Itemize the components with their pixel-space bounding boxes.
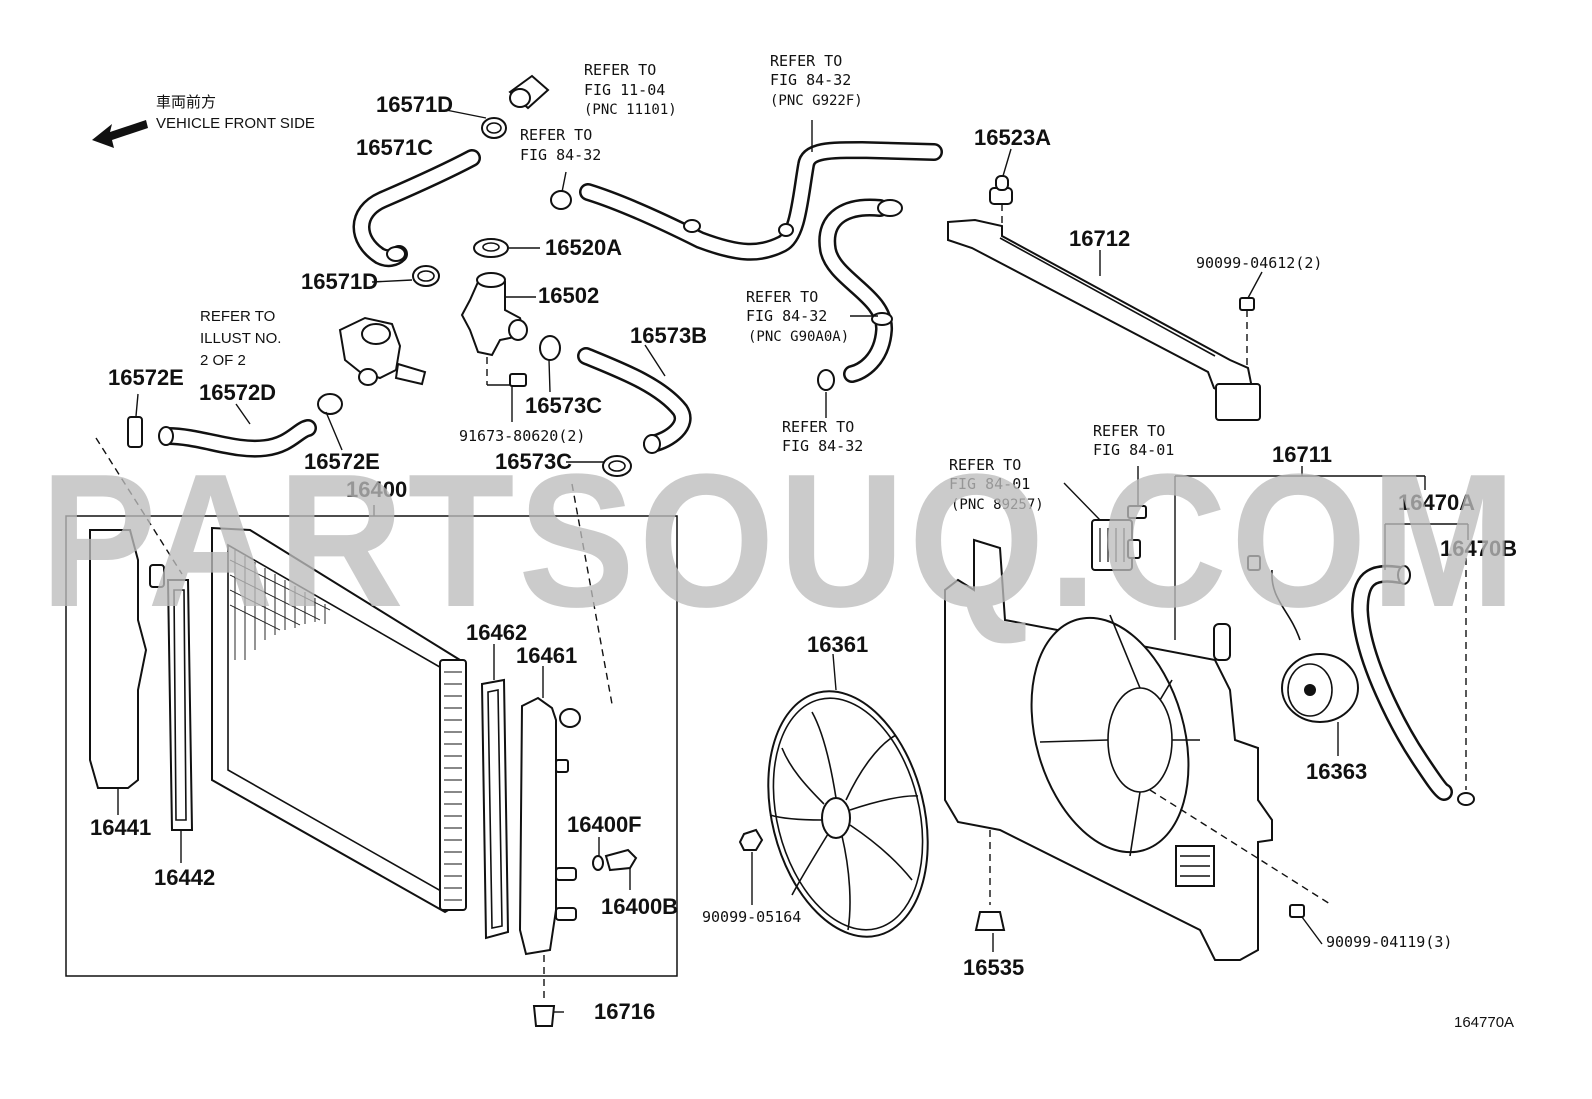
ref-note-3-line1[interactable]: REFER TO (520, 126, 592, 144)
radiator-assembly (65, 505, 678, 1000)
radiator-core-fins (229, 550, 331, 660)
ref-note-4-line3[interactable]: 2 OF 2 (200, 352, 246, 369)
ref-note-7-line2[interactable]: FIG 84-01 (1093, 441, 1174, 459)
ref-note-1-line1[interactable]: REFER TO (584, 61, 656, 79)
part-label-16716[interactable]: 16716 (594, 999, 655, 1024)
reference-notes: REFER TO FIG 11-04 (PNC 11101) REFER TO … (200, 52, 1174, 513)
part-label-16572E-left[interactable]: 16572E (108, 365, 184, 390)
fan-relay (1091, 519, 1141, 571)
front-label-japanese: 車両前方 (156, 94, 216, 111)
part-label-16573C-upper[interactable]: 16573C (525, 393, 602, 418)
reservoir-hose (1351, 558, 1475, 806)
part-label-16520A[interactable]: 16520A (545, 235, 622, 260)
watermark: PARTSOUQ.COM (40, 435, 1520, 647)
part-label-16572D[interactable]: 16572D (199, 380, 276, 405)
part-label-16400F[interactable]: 16400F (567, 812, 642, 837)
ref-note-3-line2[interactable]: FIG 84-32 (520, 146, 601, 164)
figure-code: 164770A (1454, 1014, 1514, 1031)
leader-lines (117, 109, 1469, 1013)
part-label-91673-80620[interactable]: 91673-80620(2) (459, 427, 585, 445)
part-label-16535[interactable]: 16535 (963, 955, 1024, 980)
ref-note-8-line3[interactable]: (PNC 89257) (951, 497, 1044, 513)
part-label-16400B[interactable]: 16400B (601, 894, 678, 919)
fan-motor (1247, 555, 1359, 723)
ref-note-1-line2[interactable]: FIG 11-04 (584, 81, 665, 99)
relay-bolt (1127, 505, 1147, 519)
part-label-16572E-right[interactable]: 16572E (304, 449, 380, 474)
part-label-16461[interactable]: 16461 (516, 643, 577, 668)
part-label-16502[interactable]: 16502 (538, 283, 599, 308)
part-label-90099-04612[interactable]: 90099-04612(2) (1196, 254, 1322, 272)
part-label-16400[interactable]: 16400 (346, 477, 407, 502)
ref-note-8-line1[interactable]: REFER TO (949, 456, 1021, 474)
part-label-90099-05164[interactable]: 90099-05164 (702, 908, 801, 926)
bypass-pipes (579, 141, 943, 391)
part-label-16470B[interactable]: 16470B (1440, 536, 1517, 561)
fan-shroud (944, 538, 1331, 961)
part-label-16442[interactable]: 16442 (154, 865, 215, 890)
part-label-16361[interactable]: 16361 (807, 632, 868, 657)
ref-note-7-line1[interactable]: REFER TO (1093, 422, 1165, 440)
ref-note-6-line2[interactable]: FIG 84-32 (782, 437, 863, 455)
grommet (974, 911, 1006, 931)
ref-note-2-line3[interactable]: (PNC G922F) (770, 93, 863, 109)
ref-note-4-line1[interactable]: REFER TO (200, 308, 275, 325)
radiator-support (947, 175, 1261, 421)
fan-assembly (738, 690, 929, 938)
part-label-16441[interactable]: 16441 (90, 815, 151, 840)
part-label-16470A[interactable]: 16470A (1398, 490, 1475, 515)
ref-note-4-line2[interactable]: ILLUST NO. (200, 330, 281, 347)
part-label-16573B[interactable]: 16573B (630, 323, 707, 348)
part-label-16712[interactable]: 16712 (1069, 226, 1130, 251)
part-label-16571C[interactable]: 16571C (356, 135, 433, 160)
ref-note-6-line1[interactable]: REFER TO (782, 418, 854, 436)
part-label-16363[interactable]: 16363 (1306, 759, 1367, 784)
ref-note-5-line2[interactable]: FIG 84-32 (746, 307, 827, 325)
part-label-16462[interactable]: 16462 (466, 620, 527, 645)
ref-note-2-line1[interactable]: REFER TO (770, 52, 842, 70)
vehicle-front-indicator: 車両前方 VEHICLE FRONT SIDE (92, 94, 315, 148)
part-label-16571D-upper[interactable]: 16571D (376, 92, 453, 117)
part-label-16573C-lower[interactable]: 16573C (495, 449, 572, 474)
upper-hose-group (95, 74, 692, 705)
front-arrow-icon (92, 120, 148, 148)
ref-note-2-line2[interactable]: FIG 84-32 (770, 71, 851, 89)
part-label-16571D-lower[interactable]: 16571D (301, 269, 378, 294)
ref-note-8-line2[interactable]: FIG 84-01 (949, 475, 1030, 493)
part-labels: 16571D 16571C 16571D 16520A 16502 16573B… (90, 92, 1517, 1024)
shroud-screw (1289, 904, 1305, 918)
part-label-90099-04119[interactable]: 90099-04119(3) (1326, 933, 1452, 951)
drain-plug (532, 1005, 556, 1027)
front-label-english: VEHICLE FRONT SIDE (156, 115, 315, 132)
part-label-16711[interactable]: 16711 (1272, 442, 1332, 467)
ref-note-1-line3[interactable]: (PNC 11101) (584, 102, 677, 118)
ref-note-5-line1[interactable]: REFER TO (746, 288, 818, 306)
ref-note-5-line3[interactable]: (PNC G90A0A) (748, 329, 849, 345)
part-label-16523A[interactable]: 16523A (974, 125, 1051, 150)
